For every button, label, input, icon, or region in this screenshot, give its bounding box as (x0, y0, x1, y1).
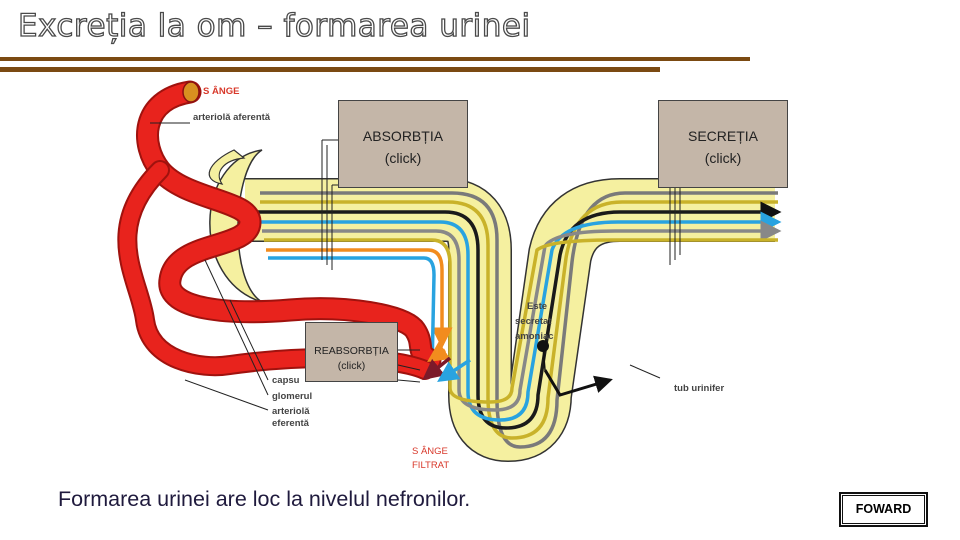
caption-text: Formarea urinei are loc la nivelul nefro… (58, 487, 471, 511)
absorbtia-hint: (click) (384, 150, 422, 166)
tubule-flow-lines (258, 191, 782, 449)
ammonia-marker (537, 340, 613, 397)
label-sange-bottom: S ÂNGE (412, 446, 448, 457)
label-arteriola-aferenta: arteriolă aferentă (193, 112, 271, 123)
label-arteriola-eferenta-1: arteriolă (272, 406, 310, 417)
secretia-label: SECREȚIA (687, 128, 758, 144)
label-filtrat: FILTRAT (412, 460, 450, 471)
label-glomerul: glomerul (272, 391, 313, 402)
label-secretat: secretat (515, 316, 552, 327)
label-capsula: capsu (272, 375, 300, 386)
secretia-button[interactable]: SECREȚIA (click) (658, 100, 788, 188)
leader-lines (150, 122, 681, 411)
reabsorbtia-button[interactable]: REABSORBȚIA (click) (305, 322, 398, 382)
label-amoniac: amoniac (515, 331, 554, 342)
label-tub-urinifer: tub urinifer (674, 383, 725, 394)
label-sange-top: S ÂNGE (203, 86, 240, 97)
label-este: Este (527, 301, 548, 312)
title-underline-long (0, 57, 750, 61)
reabsorption-arrows (422, 341, 471, 382)
reabsorbtia-label: REABSORBȚIA (314, 345, 389, 357)
forward-button[interactable]: FOWARD (839, 492, 928, 527)
label-arteriola-eferenta-2: eferentă (272, 418, 309, 429)
page-title: Excreția la om – formarea urinei (17, 7, 531, 44)
reabsorbtia-hint: (click) (337, 360, 366, 372)
absorbtia-label: ABSORBȚIA (362, 128, 444, 144)
absorbtia-button[interactable]: ABSORBȚIA (click) (338, 100, 468, 188)
title-underline-short (0, 67, 660, 72)
secretia-hint: (click) (704, 150, 742, 166)
